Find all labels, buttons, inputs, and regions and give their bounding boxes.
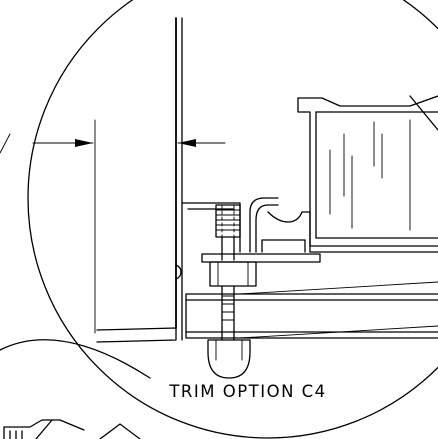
base-rail: [185, 281, 438, 339]
glass-unit: [297, 95, 438, 253]
bolt-assembly: [201, 204, 321, 379]
channel-bracket: [181, 197, 311, 253]
detail-label: TRIM OPTION C4: [168, 382, 326, 401]
adjacent-detail-circle: [0, 339, 151, 379]
dimension-left: [0, 133, 94, 154]
detail-callout-circle: [27, 0, 438, 439]
dimension-right: [177, 139, 226, 147]
adjacent-detail-fragment: [3, 419, 141, 439]
trim-panel: [96, 17, 183, 343]
